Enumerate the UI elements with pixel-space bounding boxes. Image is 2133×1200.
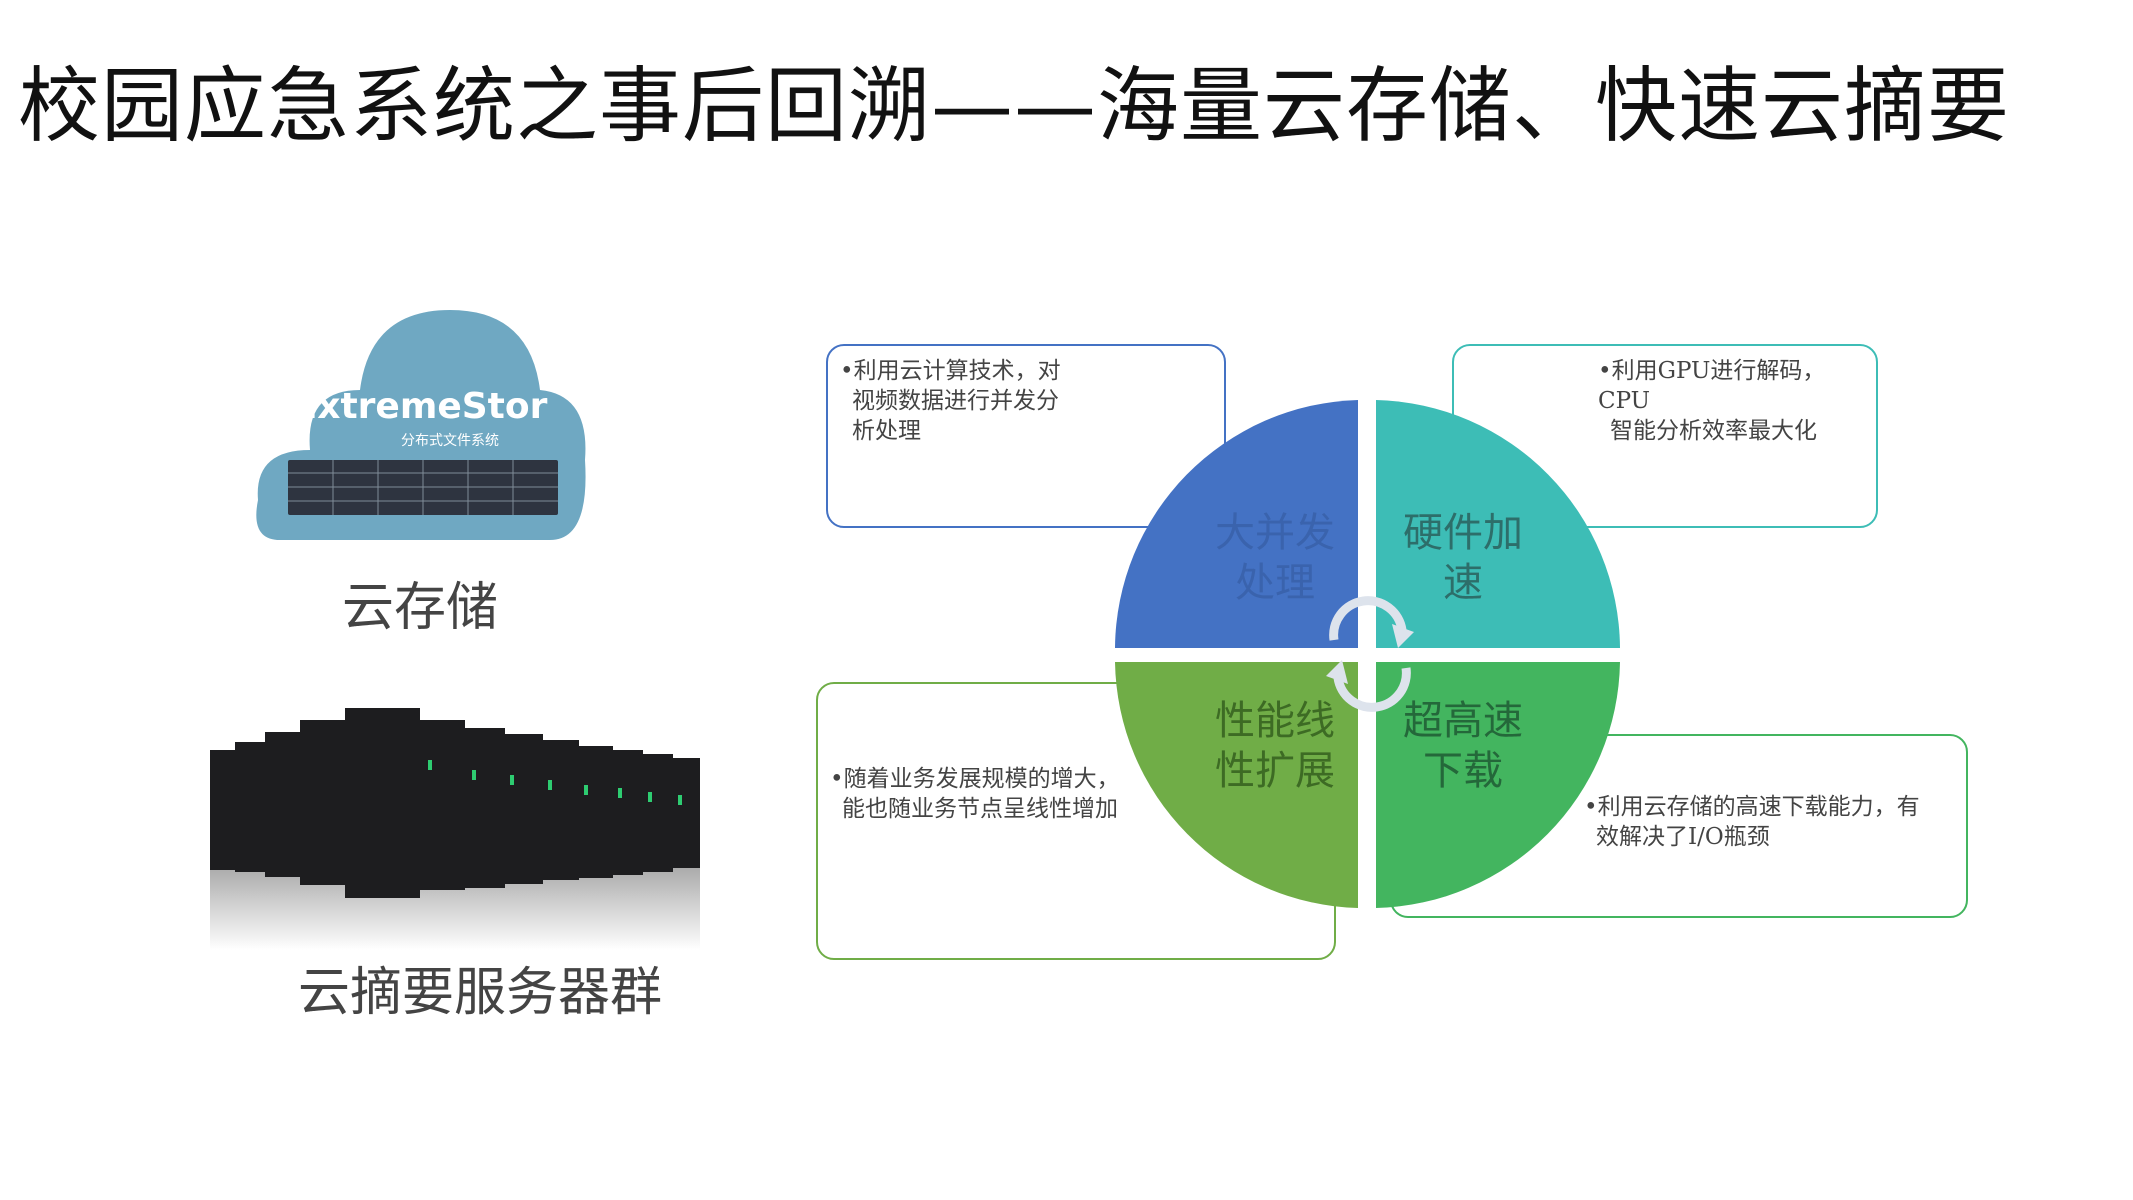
callout-concurrent-text: •利用云计算技术，对 视频数据进行并发分 析处理 bbox=[840, 358, 1061, 444]
quadrant-hardware-label: 硬件加 速 bbox=[1403, 510, 1523, 606]
slide-title: 校园应急系统之事后回溯——海量云存储、快速云摘要 bbox=[18, 59, 2011, 154]
cloud-logo-main: ExtremeStor bbox=[293, 386, 548, 427]
cloud-storage-graphic: ExtremeStor 分布式文件系统 bbox=[256, 310, 586, 540]
server-farm-caption: 云摘要服务器群 bbox=[297, 963, 662, 1023]
callout-hardware-text: •利用GPU进行解码，CPU 智能分析效率最大化 bbox=[1598, 358, 1826, 444]
cloud-logo-sub: 分布式文件系统 bbox=[401, 433, 499, 449]
cycle-arrows-icon bbox=[1329, 596, 1411, 712]
callout-scaling-text: •随着业务发展规模的增大， 能也随业务节点呈线性增加 bbox=[830, 766, 1120, 822]
quadrant-download-label: 超高速 下载 bbox=[1403, 698, 1523, 794]
quadrant-scaling-label: 性能线 性扩展 bbox=[1215, 698, 1335, 794]
server-farm-image bbox=[210, 700, 700, 950]
quadrant-concurrent-label: 大并发 处理 bbox=[1215, 510, 1335, 606]
callout-download-text: •利用云存储的高速下载能力，有 效解决了I/O瓶颈 bbox=[1584, 794, 1920, 850]
cloud-storage-caption: 云存储 bbox=[341, 578, 498, 638]
cloud-storage-image: ExtremeStor 分布式文件系统 bbox=[250, 300, 590, 550]
server-farm-graphic bbox=[210, 708, 700, 950]
